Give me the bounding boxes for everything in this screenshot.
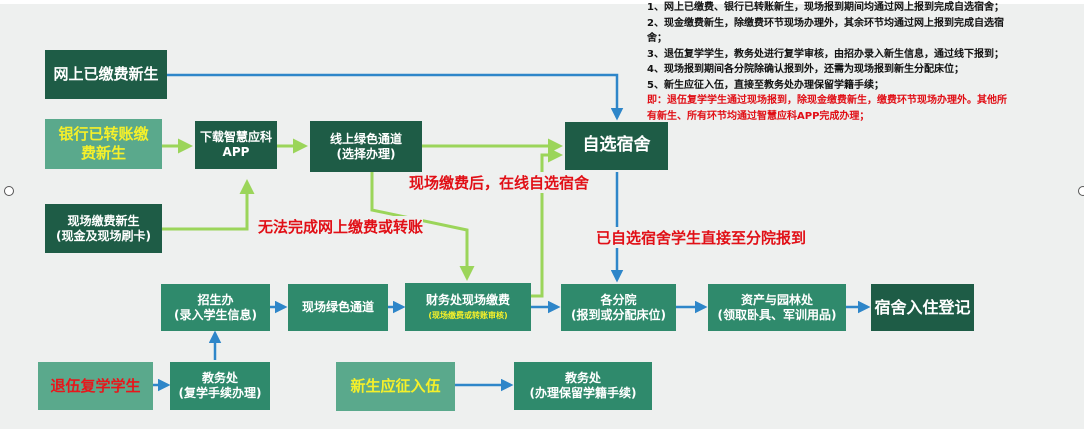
note-cannot-pay-online: 无法完成网上缴费或转账 bbox=[258, 216, 424, 237]
notes-panel: 1、网上已缴费、银行已转账新生，现场报到期间均通过网上报到完成自选宿舍； 2、现… bbox=[647, 0, 1079, 124]
node-dorm-checkin: 宿舍入住登记 bbox=[871, 284, 974, 331]
node-assets-title: 资产与园林处 bbox=[740, 292, 813, 307]
node-choose-dorm: 自选宿舍 bbox=[565, 122, 668, 170]
node-admissions-subtitle: (录入学生信息) bbox=[174, 307, 257, 322]
node-academic-a-title: 教务处 bbox=[201, 371, 238, 385]
arrow-onsite-new-to-app bbox=[162, 179, 255, 231]
node-onsite-green-channel: 现场绿色通道 bbox=[288, 284, 388, 331]
note-line: 5、新生应征入伍，直接至教务处办理保留学籍手续； bbox=[647, 79, 884, 91]
arrow-finance-to-dorm bbox=[528, 147, 563, 298]
node-academic-a-subtitle: (复学手续办理) bbox=[178, 386, 262, 400]
node-branch-college: 各分院 (报到或分配床位) bbox=[561, 284, 676, 331]
node-branch-title: 各分院 bbox=[600, 292, 637, 307]
node-finance-onsite-payment: 财务处现场缴费 (现场缴费或转账审核) bbox=[405, 283, 531, 331]
node-veteran-students: 退伍复学学生 bbox=[38, 362, 153, 410]
node-finance-subtitle: (现场缴费或转账审核) bbox=[428, 311, 508, 320]
page-top-strip bbox=[0, 0, 1084, 4]
note-line: 4、现场报到期间各分院除确认报到外，还需为现场报到新生分配床位； bbox=[647, 64, 964, 75]
note-line: 舍； bbox=[647, 33, 667, 44]
node-finance-title: 财务处现场缴费 bbox=[425, 293, 510, 307]
note-after-onsite-payment: 现场缴费后，在线自选宿舍 bbox=[409, 172, 590, 193]
node-online-paid: 网上已缴费新生 bbox=[45, 50, 167, 99]
node-online-green-channel: 线上绿色通道 (选择办理) bbox=[310, 121, 422, 172]
node-onsite-payment-new: 现场缴费新生 (现金及现场刷卡) bbox=[45, 204, 162, 253]
note-line-summary: 即：退伍复学学生通过现场报到，除现金缴费新生，缴费环节现场办理外。其他所 bbox=[647, 95, 1007, 106]
node-admissions: 招生办 (录入学生信息) bbox=[161, 284, 270, 331]
note-chosen-go-branch: 已自选宿舍学生直接至分院报到 bbox=[596, 227, 807, 248]
node-download-app: 下载智慧应科 APP bbox=[195, 121, 277, 169]
arrow-online-paid-to-dorm bbox=[167, 73, 624, 121]
node-academic-b-title: 教务处 bbox=[564, 371, 601, 385]
node-academic-b-subtitle: (办理保留学籍手续) bbox=[529, 386, 637, 400]
node-assets-subtitle: (领取卧具、军训用品) bbox=[717, 307, 837, 322]
note-line-summary: 有新生、所有环节均通过智慧应科APP完成办理； bbox=[647, 110, 870, 122]
node-bank-transfer: 银行已转账缴 费新生 bbox=[45, 119, 162, 169]
node-admissions-title: 招生办 bbox=[197, 292, 234, 307]
node-new-student-enlist: 新生应征入伍 bbox=[336, 362, 455, 411]
note-line: 1、网上已缴费、银行已转账新生，现场报到期间均通过网上报到完成自选宿舍； bbox=[647, 2, 1004, 13]
node-assets-dept: 资产与园林处 (领取卧具、军训用品) bbox=[708, 284, 846, 331]
node-academic-affairs-resume: 教务处 (复学手续办理) bbox=[170, 362, 270, 410]
note-line: 3、退伍复学学生，教务处进行复学审核，由招办录入新生信息，通过线下报到； bbox=[647, 48, 1004, 60]
resize-handle-left[interactable] bbox=[4, 186, 14, 196]
note-line: 2、现金缴费新生，除缴费环节现场办理外，其余环节均通过网上报到完成自选宿 bbox=[647, 17, 1004, 29]
node-branch-subtitle: (报到或分配床位) bbox=[571, 307, 666, 322]
resize-handle-right[interactable] bbox=[1078, 186, 1084, 196]
node-academic-affairs-reserve: 教务处 (办理保留学籍手续) bbox=[514, 362, 652, 410]
